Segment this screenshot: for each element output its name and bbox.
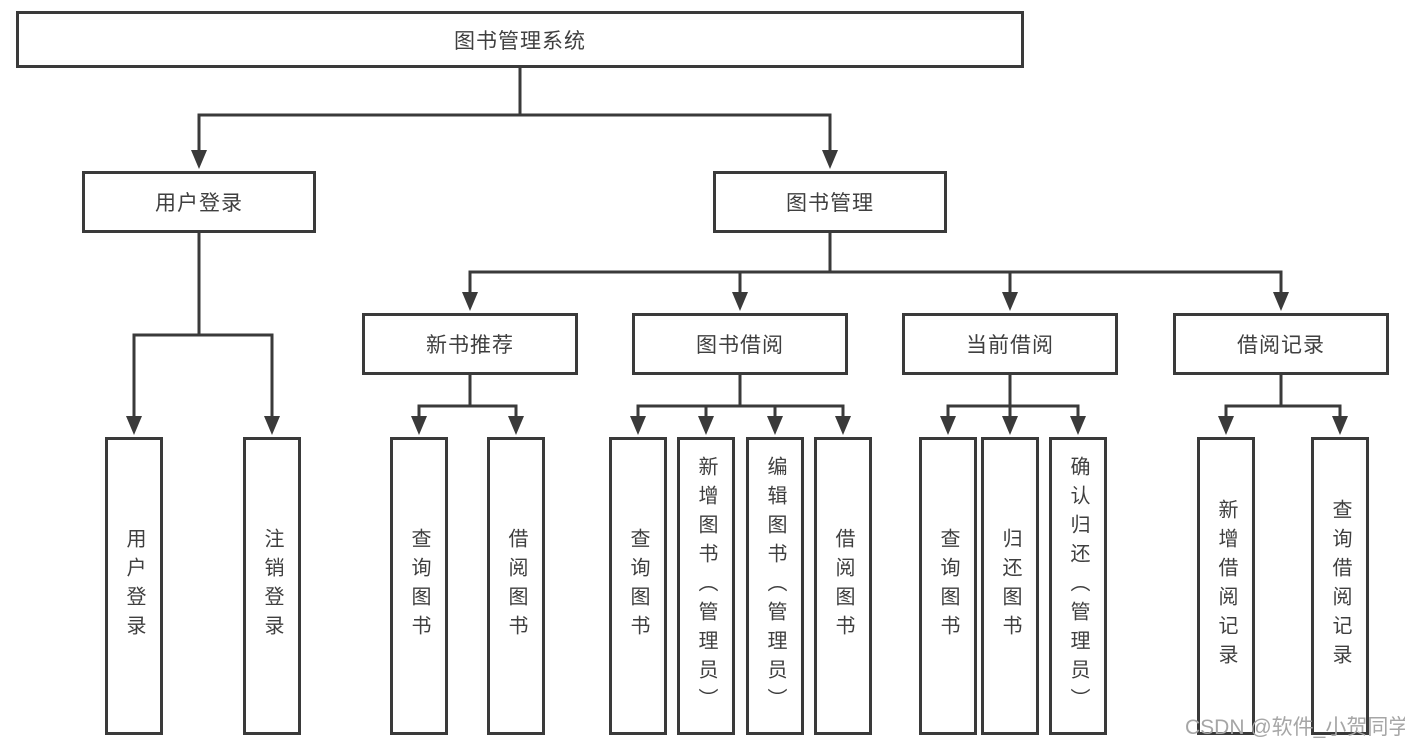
node-label: 用户登录 xyxy=(123,528,145,644)
csdn-watermark: CSDN @软件_小贺同学 xyxy=(1185,716,1405,739)
node-label: 确认归还（管理员） xyxy=(1067,455,1089,717)
connector-book-mgmt-to-level3 xyxy=(462,232,1289,311)
node-leaf-current-query-books: 查询图书 xyxy=(919,437,977,735)
connector-borrow-records-branch xyxy=(1218,375,1348,435)
node-user-login: 用户登录 xyxy=(82,171,316,233)
connector-new-book-rec-branch xyxy=(411,375,524,435)
node-leaf-borrow-add-books-admin: 新增图书（管理员） xyxy=(677,437,735,735)
node-leaf-borrow-edit-books-admin: 编辑图书（管理员） xyxy=(746,437,804,735)
node-book-management: 图书管理 xyxy=(713,171,947,233)
node-book-borrowing: 图书借阅 xyxy=(632,313,848,375)
node-label: 新书推荐 xyxy=(426,334,514,357)
node-leaf-borrow-query-books: 查询图书 xyxy=(609,437,667,735)
connector-root-to-level2 xyxy=(191,68,838,169)
node-leaf-records-query-borrow-record: 查询借阅记录 xyxy=(1311,437,1369,735)
node-label: 新增图书（管理员） xyxy=(695,455,717,717)
node-leaf-current-return-books: 归还图书 xyxy=(981,437,1039,735)
node-label: 归还图书 xyxy=(999,528,1021,644)
node-new-book-recommend: 新书推荐 xyxy=(362,313,578,375)
node-leaf-records-add-borrow-record: 新增借阅记录 xyxy=(1197,437,1255,735)
node-leaf-current-confirm-return-admin: 确认归还（管理员） xyxy=(1049,437,1107,735)
node-root-book-management-system: 图书管理系统 xyxy=(16,11,1024,68)
node-leaf-user-login: 用户登录 xyxy=(105,437,163,735)
connector-book-borrow-branch xyxy=(630,375,851,435)
node-label: 图书管理系统 xyxy=(454,29,586,53)
node-label: 借阅图书 xyxy=(505,528,527,644)
node-label: 新增借阅记录 xyxy=(1215,499,1237,673)
node-label: 查询借阅记录 xyxy=(1329,499,1351,673)
node-label: 借阅图书 xyxy=(832,528,854,644)
connector-user-login-branch xyxy=(126,232,280,435)
node-leaf-logout: 注销登录 xyxy=(243,437,301,735)
node-label: 用户登录 xyxy=(155,192,243,215)
connector-current-borrow-branch xyxy=(940,375,1086,435)
node-label: 借阅记录 xyxy=(1237,334,1325,357)
node-label: 注销登录 xyxy=(261,528,283,644)
node-leaf-rec-query-books: 查询图书 xyxy=(390,437,448,735)
node-label: 编辑图书（管理员） xyxy=(764,455,786,717)
node-current-borrowing: 当前借阅 xyxy=(902,313,1118,375)
node-leaf-borrow-borrow-books: 借阅图书 xyxy=(814,437,872,735)
node-label: 查询图书 xyxy=(937,528,959,644)
node-label: 查询图书 xyxy=(627,528,649,644)
node-leaf-rec-borrow-books: 借阅图书 xyxy=(487,437,545,735)
node-label: 图书管理 xyxy=(786,192,874,215)
node-label: 图书借阅 xyxy=(696,334,784,357)
node-borrowing-records: 借阅记录 xyxy=(1173,313,1389,375)
node-label: 当前借阅 xyxy=(966,334,1054,357)
node-label: 查询图书 xyxy=(408,528,430,644)
